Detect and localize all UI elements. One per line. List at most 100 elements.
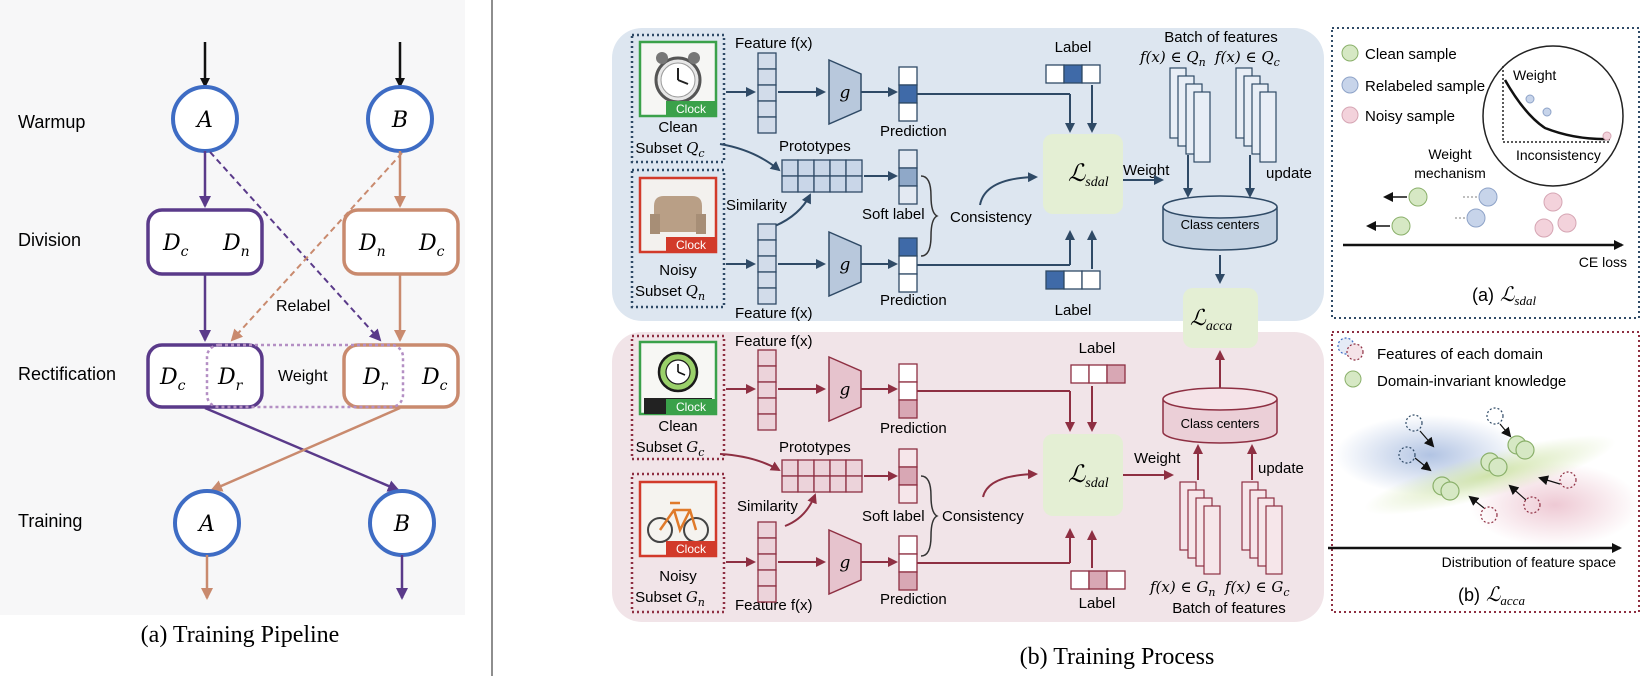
division-b-dc: Dc: [418, 231, 445, 260]
mechanism-label-1: Weight: [1428, 146, 1471, 162]
weight-dotted-bridge: [205, 343, 405, 409]
noisy-subset-q-box: [630, 168, 726, 309]
feature-label-top-2: Feature f(x): [735, 305, 813, 322]
panel-a-caption: (a)ℒsdal: [1472, 284, 1536, 308]
relabel-arrow-b-to-a: [230, 152, 403, 342]
arrow-rect-a-to-train-b: [204, 406, 400, 492]
label-top-2: Label: [1055, 302, 1092, 319]
noisy-tag: [666, 237, 716, 252]
noisy-tag-text-bottom: Clock: [676, 542, 707, 556]
feature-label-bottom-1: Feature f(x): [735, 333, 813, 350]
svg-text:g: g: [840, 553, 851, 573]
training-pipeline: Warmup Division Rectification Training A…: [0, 0, 493, 676]
train-node-b-label: B: [393, 512, 410, 537]
stage-division: Division: [18, 230, 81, 250]
division-a-dc: Dc: [162, 231, 189, 260]
noisy-tag-text: Clock: [676, 238, 707, 252]
prediction-vector-bottom-2: [898, 535, 918, 591]
stage-rectification: Rectification: [18, 364, 116, 384]
rect-a-dr: Dr: [217, 365, 244, 394]
prototypes-label-top: Prototypes: [779, 138, 851, 155]
label-bottom-2: Label: [1079, 595, 1116, 612]
classifier-g-top-1: [828, 58, 862, 126]
clean-tag-text: Clock: [676, 102, 707, 116]
weight-axis-label: Weight: [1513, 67, 1556, 83]
legend-dot-noisy: [1341, 106, 1359, 124]
feature-label-bottom-2: Feature f(x): [735, 597, 813, 614]
clean-subset-g-box: [630, 334, 726, 461]
rect-box-b: [342, 343, 460, 409]
batch-set-top-1: f(x) ∈ Qn: [1139, 48, 1206, 69]
panel-b-frame: [1331, 331, 1640, 613]
prediction-vector-top-2: [898, 237, 918, 293]
loss-sdal-bottom-text: ℒsdal: [1068, 462, 1109, 491]
division-box-a: [146, 208, 264, 276]
feature-space-label: Distribution of feature space: [1442, 554, 1617, 570]
svg-text:g: g: [840, 83, 851, 103]
top-domain-background: [612, 28, 1324, 321]
svg-text:Class centers: Class centers: [1181, 416, 1260, 431]
panel-b-acca: Features of each domain Domain-invariant…: [1328, 331, 1640, 613]
classifier-g-bottom-1: [828, 355, 862, 423]
mechanism-label-2: mechanism: [1414, 165, 1486, 181]
prediction-vector-top-1: [898, 66, 918, 122]
consistency-brace-bottom: [920, 475, 939, 557]
armchair-icon: [654, 196, 702, 232]
legend-dot-domain: [1346, 343, 1364, 361]
weight-label-bottom: Weight: [1134, 450, 1181, 467]
legend-noisy: Noisy sample: [1365, 108, 1455, 125]
legend-invariant: Domain-invariant knowledge: [1377, 373, 1566, 390]
update-label-bottom: update: [1258, 460, 1304, 477]
class-centers-bottom: Class centers: [1162, 387, 1278, 444]
panel-a-frame: [1331, 27, 1640, 319]
noisy-subset-g-label-1: Noisy: [659, 568, 697, 585]
prediction-label-top-2: Prediction: [880, 292, 947, 309]
class-centers-top: Class centers: [1162, 195, 1278, 251]
prediction-vector-bottom-1: [898, 363, 918, 419]
prototypes-matrix-bottom: [781, 459, 863, 493]
weight-label: Weight: [278, 368, 328, 385]
soft-label-vector-bottom: [898, 448, 918, 504]
division-box-b: [342, 208, 460, 276]
feature-points: [1398, 407, 1577, 524]
noisy-subset-g-box: [630, 472, 726, 614]
weight-curve: [1503, 79, 1611, 141]
loss-acca-text: ℒacca: [1190, 305, 1232, 334]
stage-warmup: Warmup: [18, 112, 85, 132]
train-node-a-label: A: [197, 512, 215, 537]
consistency-label-top: Consistency: [950, 209, 1032, 226]
prototypes-label-bottom: Prototypes: [779, 439, 851, 456]
batch-stack-bottom-2: [1241, 481, 1283, 575]
noisy-tag-bottom: [666, 541, 716, 556]
arrow-rect-b-to-train-a: [210, 406, 401, 492]
rect-b-dc: Dc: [421, 365, 448, 394]
bicycle-icon: [647, 517, 673, 543]
feature-label-top-1: Feature f(x): [735, 35, 813, 52]
clean-tag-bottom: [666, 399, 716, 414]
ce-loss-label: CE loss: [1579, 254, 1627, 270]
batch-stack-bottom-1: [1179, 481, 1221, 575]
consistency-brace-top: [920, 175, 939, 257]
clean-tag: [666, 101, 716, 116]
legend-relabeled: Relabeled sample: [1365, 78, 1485, 95]
loss-acca: [1183, 288, 1258, 348]
panel-b-caption: (b)ℒacca: [1458, 584, 1525, 608]
prototypes-matrix-top: [781, 159, 863, 193]
batch-label-bottom: Batch of features: [1172, 600, 1285, 617]
batch-label-top: Batch of features: [1164, 29, 1277, 46]
clean-tag-text-bottom: Clock: [676, 400, 707, 414]
label-vector-top-1: [1045, 64, 1101, 84]
consistency-label-bottom: Consistency: [942, 508, 1024, 525]
svg-text:g: g: [840, 380, 851, 400]
domain-blob-green: [1364, 435, 1616, 515]
loss-sdal-bottom: [1043, 434, 1123, 516]
prediction-label-bottom-2: Prediction: [880, 591, 947, 608]
legend-domain-features: Features of each domain: [1377, 346, 1543, 363]
inconsistency-axis-label: Inconsistency: [1516, 147, 1601, 163]
warmup-node-b-label: B: [391, 108, 408, 133]
